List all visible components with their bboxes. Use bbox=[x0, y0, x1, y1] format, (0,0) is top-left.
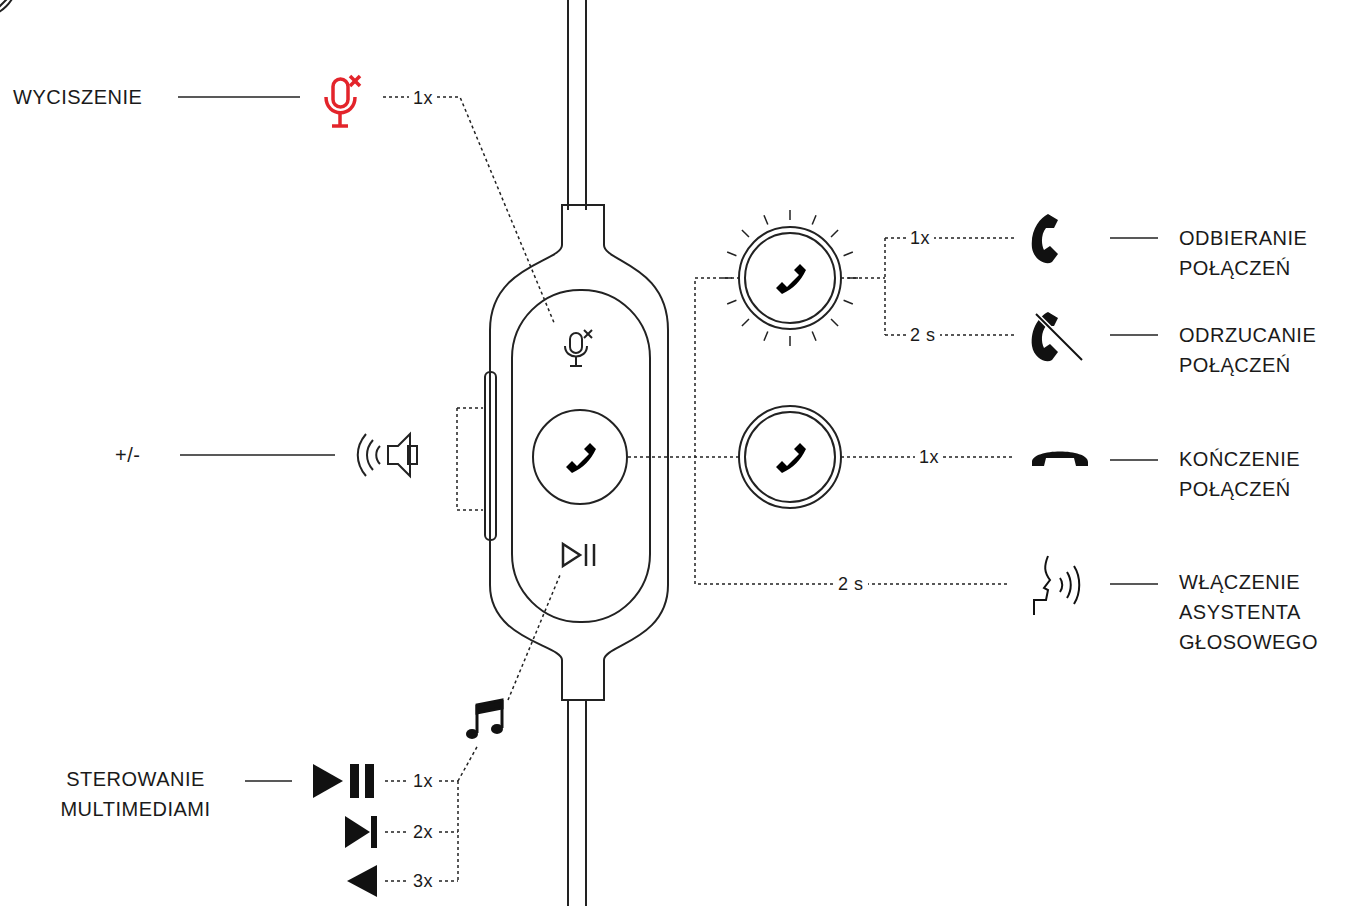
function-label: WYCISZENIE bbox=[10, 82, 145, 112]
press-count: 1x bbox=[409, 87, 437, 109]
hold-time: 2 s bbox=[906, 324, 940, 346]
ring-ray bbox=[727, 252, 736, 256]
ring-ray bbox=[789, 210, 791, 220]
ring-ray bbox=[742, 319, 749, 326]
ring-ray bbox=[812, 332, 816, 341]
press-count: 1x bbox=[409, 770, 437, 792]
ring-ray bbox=[831, 319, 838, 326]
ring-ray bbox=[764, 215, 768, 224]
function-label: WŁĄCZENIE ASYSTENTA GŁOSOWEGO bbox=[1176, 567, 1347, 657]
ring-ray bbox=[844, 252, 853, 256]
ring-ray bbox=[812, 215, 816, 224]
press-count: 2x bbox=[409, 821, 437, 843]
ring-ray bbox=[789, 336, 791, 346]
ring-ray bbox=[727, 300, 736, 304]
function-label: KOŃCZENIE POŁĄCZEŃ bbox=[1176, 444, 1347, 504]
function-label: STEROWANIE MULTIMEDIAMI bbox=[30, 764, 241, 824]
press-count: 1x bbox=[906, 227, 934, 249]
press-count: 3x bbox=[409, 870, 437, 892]
ring-ray bbox=[831, 230, 838, 237]
ring-ray bbox=[742, 230, 749, 237]
press-count: 1x bbox=[915, 446, 943, 468]
function-label: ODBIERANIE POŁĄCZEŃ bbox=[1176, 223, 1347, 283]
hold-time: 2 s bbox=[834, 573, 868, 595]
ring-ray bbox=[764, 332, 768, 341]
function-label: ODRZUCANIE POŁĄCZEŃ bbox=[1176, 320, 1347, 380]
volume-label: +/- bbox=[112, 440, 143, 470]
ring-ray bbox=[844, 300, 853, 304]
